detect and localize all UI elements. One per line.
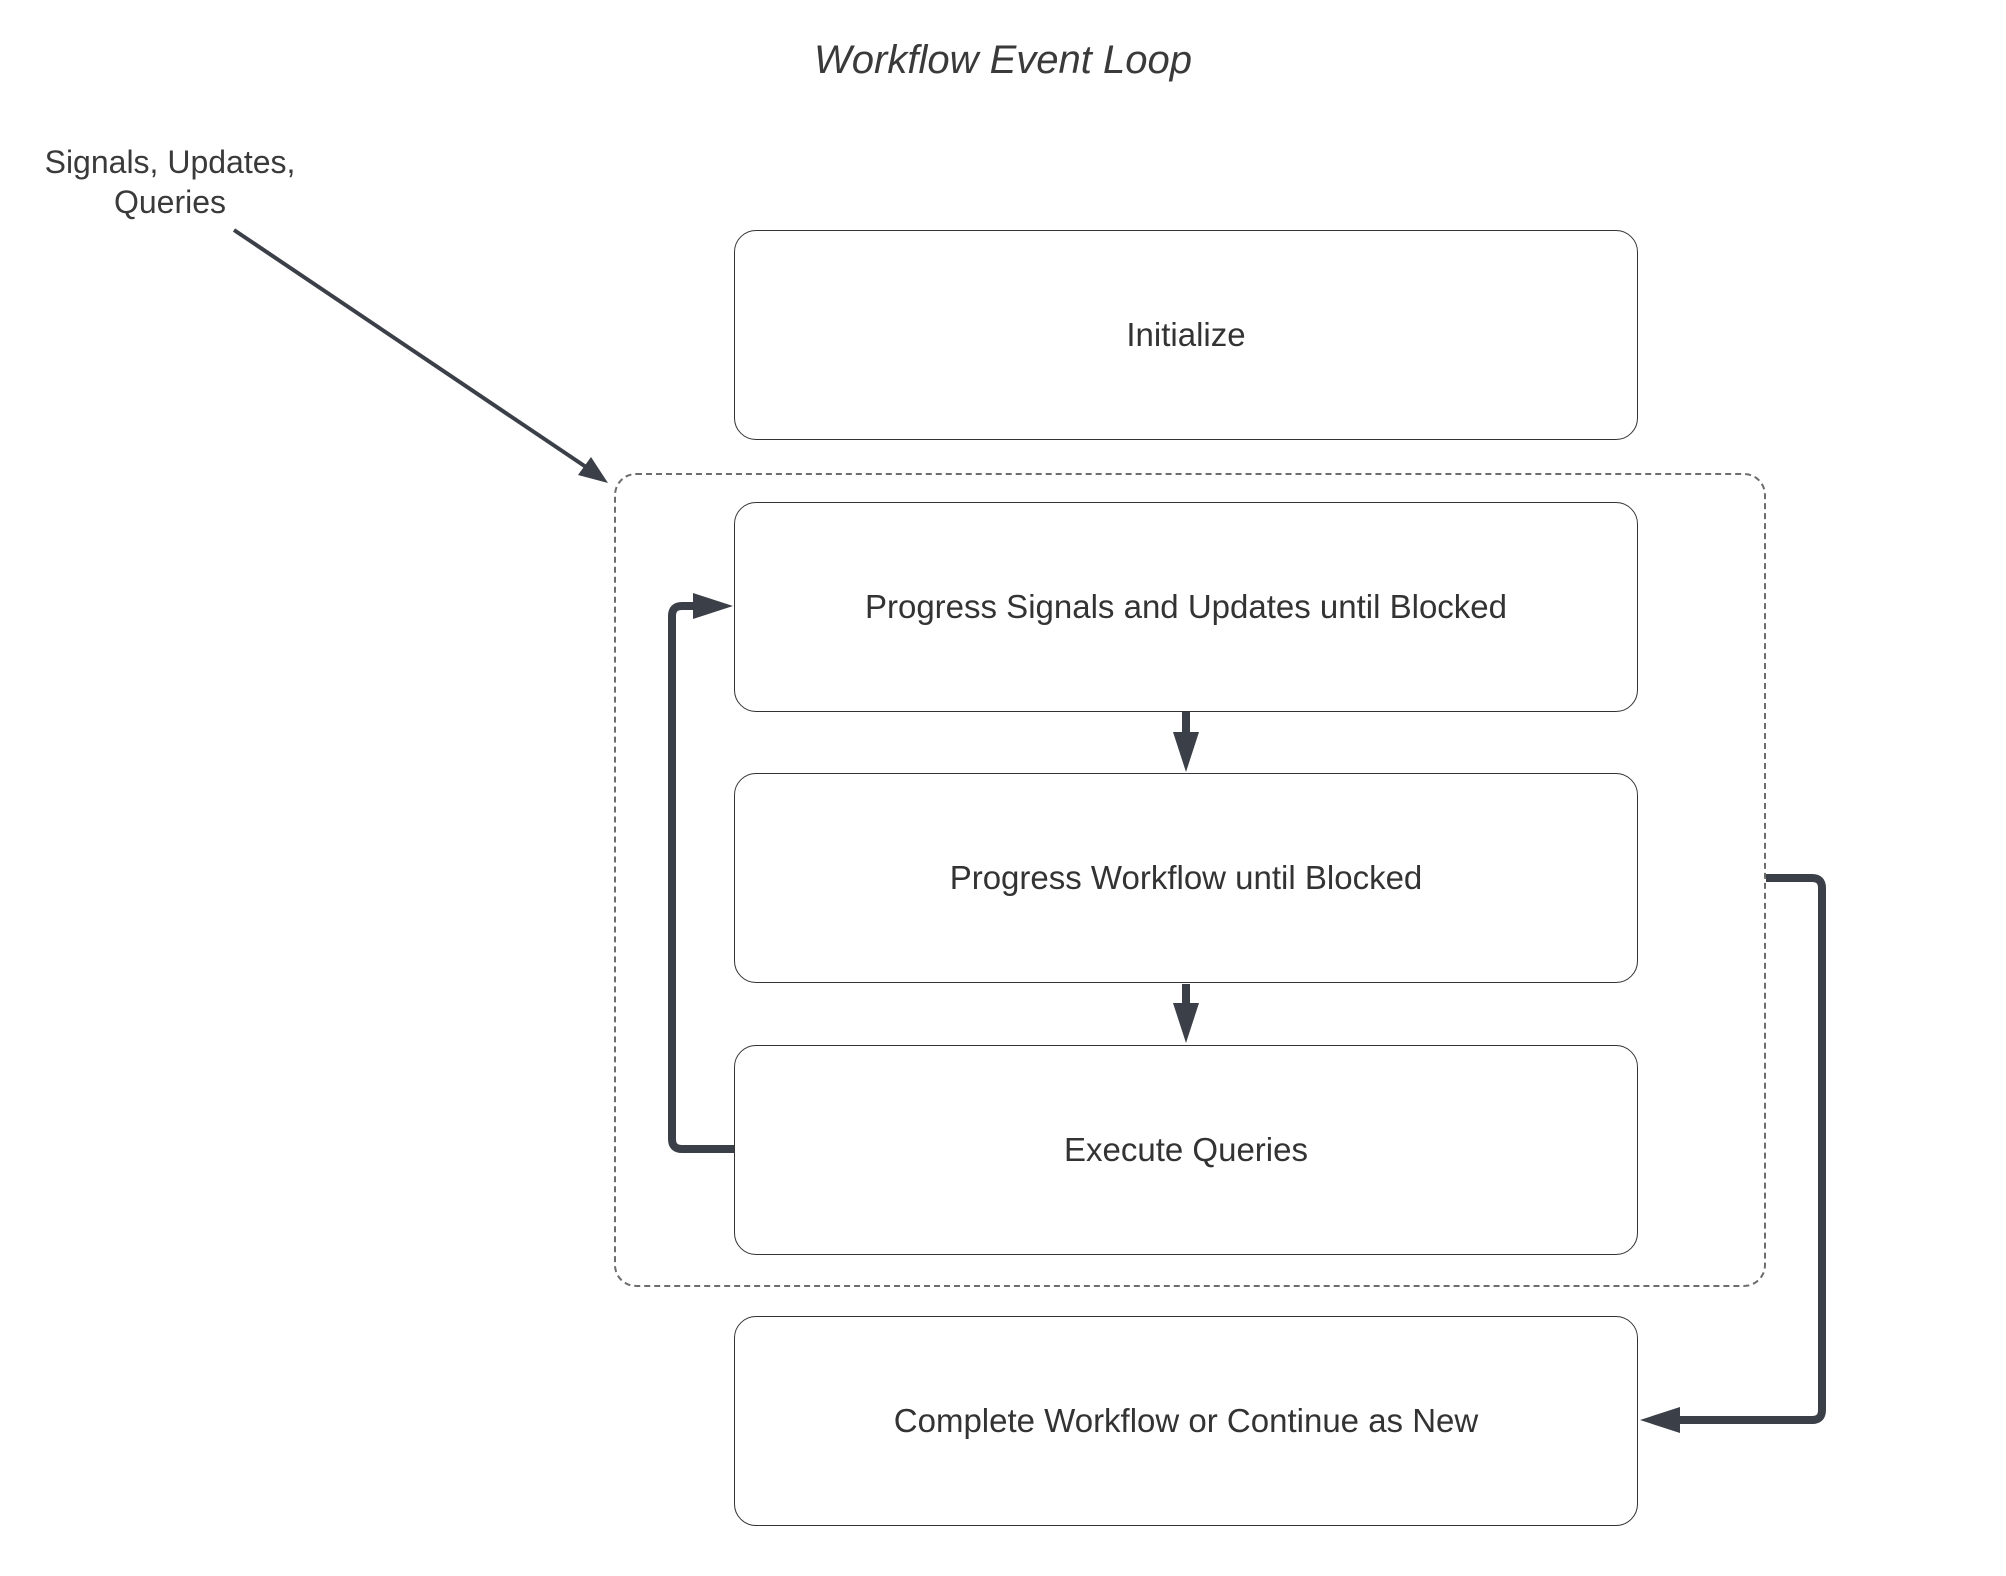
step-progress-workflow: Progress Workflow until Blocked bbox=[734, 773, 1638, 983]
input-arrow-head bbox=[578, 457, 608, 483]
input-arrow-line bbox=[232, 228, 588, 469]
arrow-workflow-to-queries-head bbox=[1173, 1003, 1199, 1043]
step-progress-signals-updates: Progress Signals and Updates until Block… bbox=[734, 502, 1638, 712]
input-source-label: Signals, Updates, Queries bbox=[44, 144, 296, 220]
loop-back-arrow-line bbox=[668, 602, 734, 1153]
step-execute-queries: Execute Queries bbox=[734, 1045, 1638, 1255]
event-loop-frame bbox=[614, 473, 1766, 1287]
exit-arrow-line bbox=[1676, 874, 1826, 1424]
loop-back-arrow-head bbox=[693, 593, 733, 619]
arrow-signals-to-workflow-head bbox=[1173, 732, 1199, 772]
step-complete-or-continue: Complete Workflow or Continue as New bbox=[734, 1316, 1638, 1526]
step-initialize: Initialize bbox=[734, 230, 1638, 440]
diagram-title: Workflow Event Loop bbox=[814, 38, 1192, 82]
exit-arrow-head bbox=[1640, 1407, 1680, 1433]
